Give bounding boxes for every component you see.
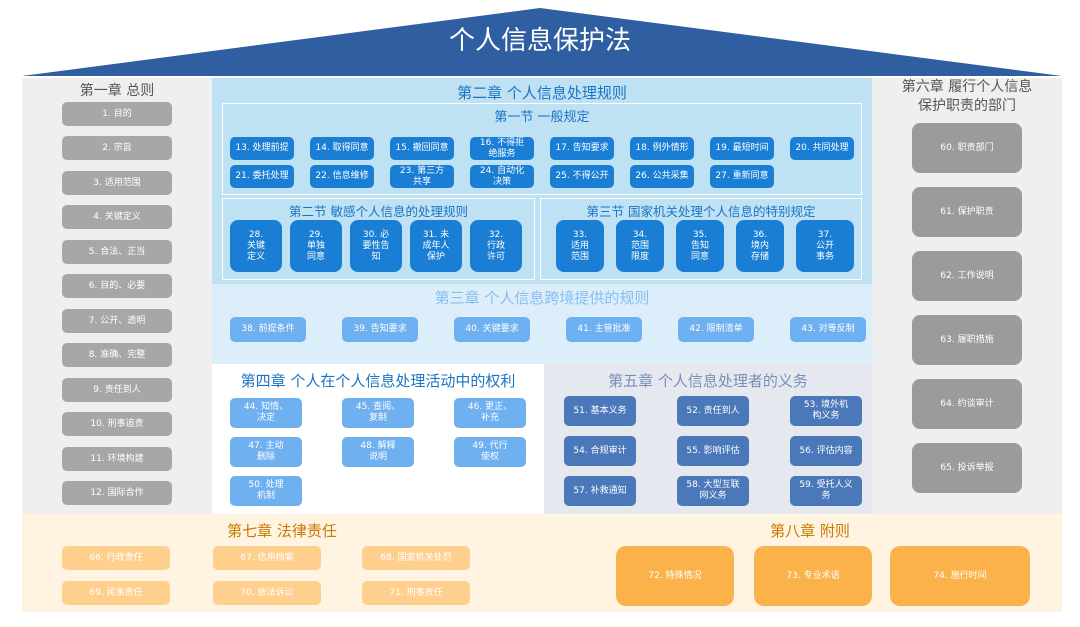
ch6-item[interactable]: 64. 约谈审计: [912, 379, 1022, 429]
sec1-title: 第一节 一般规定: [494, 110, 590, 125]
ch4-item[interactable]: 45. 查阅、 复制: [342, 398, 414, 428]
sec2-item[interactable]: 31. 未 成年人 保护: [410, 220, 462, 272]
ch1-item[interactable]: 3. 适用范围: [62, 171, 172, 195]
ch5-item[interactable]: 53. 境外机 构义务: [790, 396, 862, 426]
ch2-title: 第二章 个人信息处理规则: [457, 84, 627, 102]
sec1-item[interactable]: 17. 告知要求: [550, 137, 614, 160]
ch6-title: 第六章 履行个人信息 保护职责的部门: [901, 79, 1033, 114]
ch3-item[interactable]: 40. 关键要求: [454, 317, 530, 342]
ch7-title: 第七章 法律责任: [227, 522, 337, 540]
ch5-item[interactable]: 51. 基本义务: [564, 396, 636, 426]
sec3-item[interactable]: 34. 范围 限度: [616, 220, 664, 272]
ch6-item[interactable]: 63. 履职措施: [912, 315, 1022, 365]
sec3-item[interactable]: 37. 公开 事务: [796, 220, 854, 272]
sec1-item[interactable]: 21. 委托处理: [230, 165, 294, 188]
sec2-item[interactable]: 32. 行政 许可: [470, 220, 522, 272]
sec2-item[interactable]: 28. 关键 定义: [230, 220, 282, 272]
ch5-item[interactable]: 55. 影响评估: [677, 436, 749, 466]
ch3-item[interactable]: 38. 前提条件: [230, 317, 306, 342]
ch5-item[interactable]: 57. 补救通知: [564, 476, 636, 506]
ch6-item[interactable]: 65. 投诉举报: [912, 443, 1022, 493]
sec1-item[interactable]: 14. 取得同意: [310, 137, 374, 160]
sec3-title: 第三节 国家机关处理个人信息的特别规定: [586, 204, 816, 219]
ch4-item[interactable]: 47. 主动 删除: [230, 437, 302, 467]
ch1-item[interactable]: 12. 国际合作: [62, 481, 172, 505]
sec1-item[interactable]: 16. 不得拒 绝服务: [470, 137, 534, 160]
ch1-item[interactable]: 6. 目的、必要: [62, 274, 172, 298]
sec1-item[interactable]: 24. 自动化 决策: [470, 165, 534, 188]
roof-banner: [22, 8, 1062, 76]
ch1-item[interactable]: 5. 合法、正当: [62, 240, 172, 264]
ch4-item[interactable]: 49. 代行 使权: [454, 437, 526, 467]
ch5-item[interactable]: 56. 评估内容: [790, 436, 862, 466]
ch4-item[interactable]: 50. 处理 机制: [230, 476, 302, 506]
ch7-item[interactable]: 69. 民事责任: [62, 581, 170, 605]
ch3-item[interactable]: 42. 限制清单: [678, 317, 754, 342]
ch6-item[interactable]: 62. 工作说明: [912, 251, 1022, 301]
ch1-item[interactable]: 7. 公开、透明: [62, 309, 172, 333]
ch8-item[interactable]: 73. 专业术语: [754, 546, 872, 606]
ch5-title: 第五章 个人信息处理者的义务: [608, 372, 808, 390]
page-title: 个人信息保护法: [448, 26, 631, 56]
ch4-item[interactable]: 46. 更正、 补充: [454, 398, 526, 428]
bottom-panel: [22, 514, 1062, 612]
sec1-item[interactable]: 26. 公共采集: [630, 165, 694, 188]
ch8-item[interactable]: 72. 特殊情况: [616, 546, 734, 606]
sec2-box: [222, 198, 535, 280]
ch1-item[interactable]: 4. 关键定义: [62, 205, 172, 229]
ch4-item[interactable]: 48. 解释 说明: [342, 437, 414, 467]
sec1-item[interactable]: 25. 不得公开: [550, 165, 614, 188]
ch1-item[interactable]: 8. 准确、完整: [62, 343, 172, 367]
sec3-item[interactable]: 33. 适用 范围: [556, 220, 604, 272]
sec2-item[interactable]: 30. 必 要性告 知: [350, 220, 402, 272]
ch7-item[interactable]: 67. 信用档案: [213, 546, 321, 570]
sec2-item[interactable]: 29. 单独 同意: [290, 220, 342, 272]
ch1-item[interactable]: 1. 目的: [62, 102, 172, 126]
sec1-item[interactable]: 13. 处理前提: [230, 137, 294, 160]
ch1-title: 第一章 总则: [79, 83, 155, 99]
ch5-item[interactable]: 59. 受托人义 务: [790, 476, 862, 506]
sec1-item[interactable]: 27. 重新同意: [710, 165, 774, 188]
ch4-title: 第四章 个人在个人信息处理活动中的权利: [240, 372, 516, 390]
ch3-title: 第三章 个人信息跨境提供的规则: [434, 289, 650, 307]
ch1-item[interactable]: 11. 环境构建: [62, 447, 172, 471]
sec1-item[interactable]: 20. 共同处理: [790, 137, 854, 160]
ch5-item[interactable]: 52. 责任到人: [677, 396, 749, 426]
sec1-item[interactable]: 19. 最短时间: [710, 137, 774, 160]
ch3-item[interactable]: 39. 告知要求: [342, 317, 418, 342]
ch8-item[interactable]: 74. 施行时间: [890, 546, 1030, 606]
sec1-item[interactable]: 22. 信息维修: [310, 165, 374, 188]
ch4-item[interactable]: 44. 知情、 决定: [230, 398, 302, 428]
ch7-item[interactable]: 68. 国家机关处罚: [362, 546, 470, 570]
sec1-item[interactable]: 18. 例外情形: [630, 137, 694, 160]
ch3-item[interactable]: 41. 主管批准: [566, 317, 642, 342]
sec3-item[interactable]: 35. 告知 同意: [676, 220, 724, 272]
ch1-item[interactable]: 2. 宗旨: [62, 136, 172, 160]
sec3-box: [540, 198, 862, 280]
ch3-panel: [212, 284, 872, 364]
sec1-box: [222, 103, 862, 195]
sec1-item[interactable]: 15. 撤回同意: [390, 137, 454, 160]
ch5-item[interactable]: 54. 合规审计: [564, 436, 636, 466]
ch3-item[interactable]: 43. 对等反制: [790, 317, 866, 342]
ch7-item[interactable]: 70. 依法诉讼: [213, 581, 321, 605]
ch7-item[interactable]: 71. 刑事责任: [362, 581, 470, 605]
ch6-item[interactable]: 61. 保护职责: [912, 187, 1022, 237]
ch5-item[interactable]: 58. 大型互联 网义务: [677, 476, 749, 506]
ch7-item[interactable]: 66. 行政责任: [62, 546, 170, 570]
ch6-item[interactable]: 60. 职责部门: [912, 123, 1022, 173]
sec3-item[interactable]: 36. 境内 存储: [736, 220, 784, 272]
ch1-item[interactable]: 9. 责任到人: [62, 378, 172, 402]
sec1-item[interactable]: 23. 第三方 共享: [390, 165, 454, 188]
ch8-title: 第八章 附则: [770, 522, 850, 540]
sec2-title: 第二节 敏感个人信息的处理规则: [289, 204, 468, 219]
ch1-item[interactable]: 10. 刑事追责: [62, 412, 172, 436]
